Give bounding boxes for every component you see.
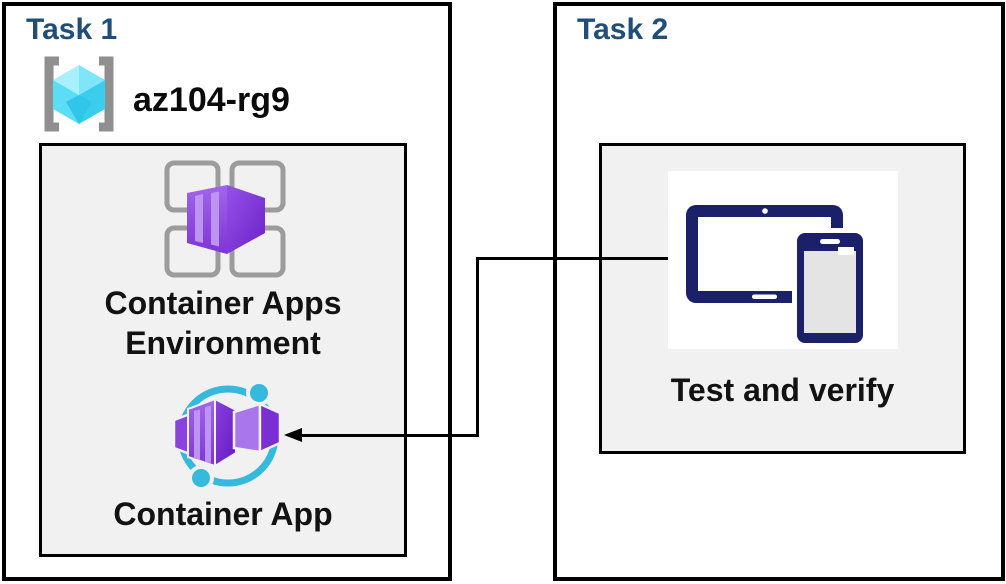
resource-group-name: az104-rg9 [133,81,290,119]
connector-line-vertical [476,257,479,437]
task1-title: Task 1 [26,13,118,46]
task2-title: Task 2 [577,13,669,46]
environment-label: Container Apps Environment [39,283,407,363]
container-app-label: Container App [113,496,333,532]
connector-line-top [476,257,668,260]
devices-icon [686,205,869,348]
environment-label-line1: Container Apps [104,285,342,321]
test-and-verify-label: Test and verify [670,372,895,408]
container-apps-environment-icon [163,159,287,279]
devices-icon-background [668,171,898,349]
resource-group-icon [40,56,118,132]
environment-label-line2: Environment [125,325,321,361]
task1-inner-box [39,143,407,557]
arrowhead-icon [284,428,302,442]
connector-line-bottom [300,434,476,437]
container-app-icon [172,380,285,493]
